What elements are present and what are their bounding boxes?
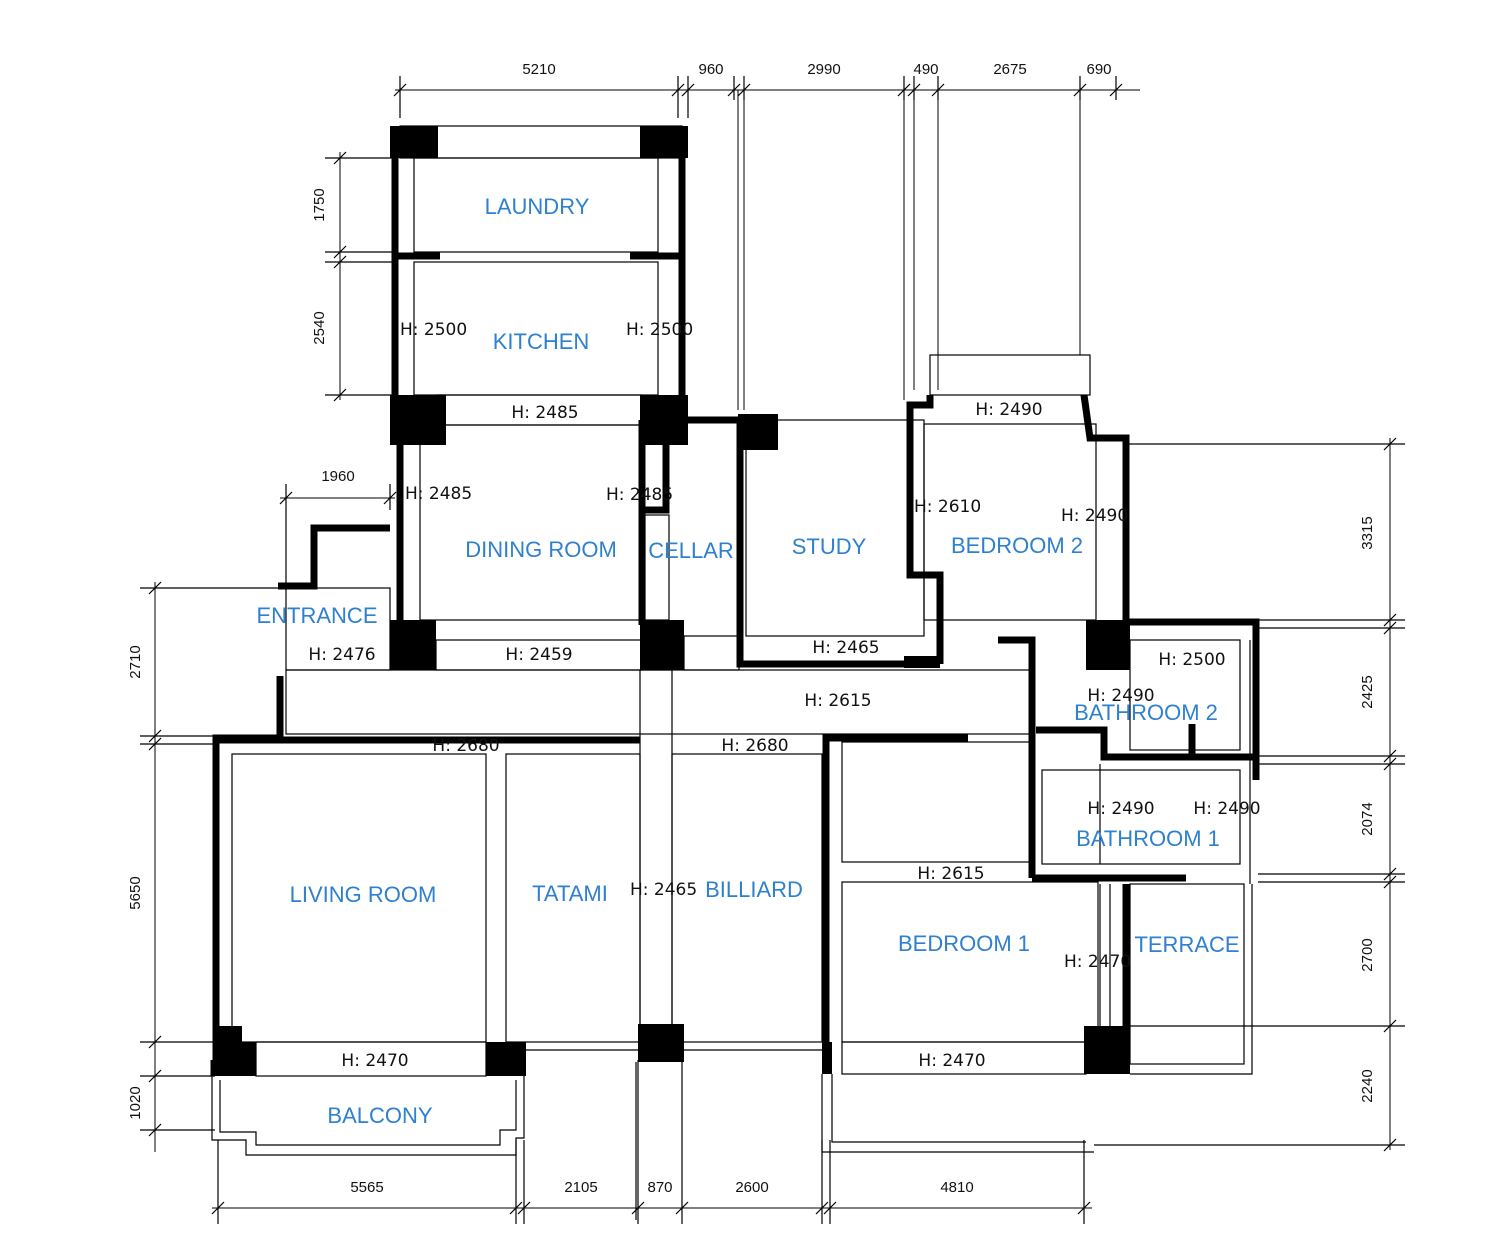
- walls: [210, 126, 1260, 1076]
- height-label: H: 2490: [1087, 686, 1154, 706]
- height-label: H: 2490: [975, 400, 1042, 420]
- dimension-texts: 5210 960 2990 490 2675 690 5565 2105 870…: [127, 61, 1376, 1196]
- dim-left-2: 5650: [127, 876, 144, 909]
- dim-top-5: 2675: [993, 61, 1026, 78]
- dim-left-3: 1020: [127, 1086, 144, 1119]
- dim-right-4: 2700: [1359, 938, 1376, 971]
- room-bathroom-2: BATHROOM 2: [1074, 700, 1218, 725]
- room-study: STUDY: [792, 534, 867, 559]
- height-label: H: 2465: [812, 638, 879, 658]
- height-labels: H: 2500 H: 2500 H: 2485 H: 2485 H: 2485 …: [308, 320, 1260, 1071]
- room-tatami: TATAMI: [532, 881, 608, 906]
- dim-left-1: 2710: [127, 645, 144, 678]
- dim-right-3: 2074: [1359, 802, 1376, 835]
- height-label: H: 2476: [308, 645, 375, 665]
- thin-outlines: [211, 125, 1253, 1220]
- height-label: H: 2465: [630, 880, 697, 900]
- room-dining: DINING ROOM: [465, 537, 617, 562]
- room-balcony: BALCONY: [327, 1103, 432, 1128]
- room-bedroom-2: BEDROOM 2: [951, 533, 1083, 558]
- dim-left-upper-1: 1750: [311, 188, 328, 221]
- height-label: H: 2500: [626, 320, 693, 340]
- dim-top-3: 2990: [807, 61, 840, 78]
- height-label: H: 2490: [1087, 799, 1154, 819]
- dim-top-2: 960: [698, 61, 723, 78]
- height-label: H: 2459: [505, 645, 572, 665]
- dim-right-2: 2425: [1359, 675, 1376, 708]
- height-label: H: 2485: [606, 485, 673, 505]
- dim-top-4: 490: [913, 61, 938, 78]
- height-label: H: 2615: [804, 691, 871, 711]
- room-bathroom-1: BATHROOM 1: [1076, 826, 1220, 851]
- height-label: H: 2490: [1061, 506, 1128, 526]
- dim-top-1: 5210: [522, 61, 555, 78]
- height-label: H: 2500: [400, 320, 467, 340]
- height-label: H: 2680: [721, 736, 788, 756]
- room-laundry: LAUNDRY: [485, 194, 590, 219]
- dim-bottom-3: 870: [647, 1179, 672, 1196]
- height-label: H: 2470: [341, 1051, 408, 1071]
- dim-entrance-width: 1960: [321, 468, 354, 485]
- height-label: H: 2615: [917, 864, 984, 884]
- room-entrance: ENTRANCE: [256, 603, 377, 628]
- room-terrace: TERRACE: [1134, 932, 1239, 957]
- height-label: H: 2470: [1064, 952, 1131, 972]
- room-billiard: BILLIARD: [705, 877, 803, 902]
- dim-bottom-2: 2105: [564, 1179, 597, 1196]
- height-label: H: 2500: [1158, 650, 1225, 670]
- room-labels: LAUNDRY KITCHEN DINING ROOM CELLAR STUDY…: [256, 194, 1239, 1128]
- height-label: H: 2610: [914, 497, 981, 517]
- room-living: LIVING ROOM: [290, 882, 437, 907]
- dim-top-6: 690: [1086, 61, 1111, 78]
- room-bedroom-1: BEDROOM 1: [898, 931, 1030, 956]
- height-label: H: 2680: [432, 736, 499, 756]
- dim-right-1: 3315: [1359, 516, 1376, 549]
- height-label: H: 2490: [1193, 799, 1260, 819]
- room-kitchen: KITCHEN: [493, 329, 590, 354]
- height-label: H: 2470: [918, 1051, 985, 1071]
- dim-right-5: 2240: [1359, 1069, 1376, 1102]
- height-label: H: 2485: [511, 403, 578, 423]
- dim-bottom-4: 2600: [735, 1179, 768, 1196]
- height-label: H: 2485: [405, 484, 472, 504]
- dim-left-upper-2: 2540: [311, 311, 328, 344]
- dimension-lines: [140, 76, 1405, 1224]
- dim-bottom-1: 5565: [350, 1179, 383, 1196]
- dim-bottom-5: 4810: [940, 1179, 973, 1196]
- room-cellar: CELLAR: [648, 538, 734, 563]
